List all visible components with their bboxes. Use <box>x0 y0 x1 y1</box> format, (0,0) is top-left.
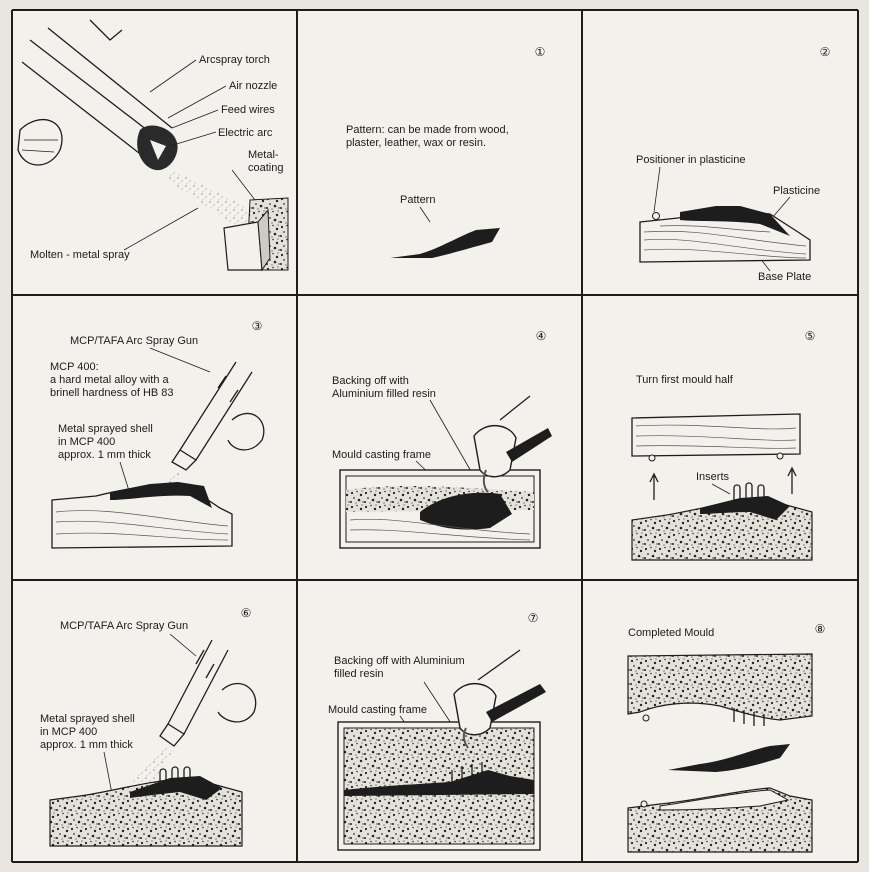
label-mould-frame-2: Mould casting frame <box>328 704 427 716</box>
label-turn-mould-half: Turn first mould half <box>636 374 734 386</box>
label-air-nozzle: Air nozzle <box>229 80 277 92</box>
label-mcp400-desc-2: brinell hardness of HB 83 <box>50 387 174 399</box>
casting-frame <box>340 470 540 548</box>
label-metal-coating-2: coating <box>248 162 283 174</box>
label-pattern-material-2: plaster, leather, wax or resin. <box>346 137 486 149</box>
step-number-6: ⑥ <box>241 606 252 620</box>
label-backing-off-b-2: filled resin <box>334 668 384 680</box>
label-completed-mould: Completed Mould <box>628 627 714 639</box>
label-electric-arc: Electric arc <box>218 127 273 139</box>
step-number-2: ② <box>820 45 831 59</box>
label-mcp400-desc-1: a hard metal alloy with a <box>50 374 169 386</box>
step-number-8: ⑧ <box>815 622 826 636</box>
step-number-4: ④ <box>536 329 547 343</box>
label-sprayed-shell-b-2: in MCP 400 <box>40 726 97 738</box>
label-arc-spray-gun-2: MCP/TAFA Arc Spray Gun <box>60 620 188 632</box>
label-base-plate: Base Plate <box>758 271 811 283</box>
label-sprayed-shell-3: approx. 1 mm thick <box>58 449 151 461</box>
label-positioner: Positioner in plasticine <box>636 154 745 166</box>
step-number-3: ③ <box>252 319 263 333</box>
step-number-1: ① <box>535 45 546 59</box>
label-backing-off-2: Aluminium filled resin <box>332 388 436 400</box>
step-number-5: ⑤ <box>805 329 816 343</box>
label-sprayed-shell-2: in MCP 400 <box>58 436 115 448</box>
label-sprayed-shell-1: Metal sprayed shell <box>58 423 153 435</box>
label-inserts: Inserts <box>696 471 730 483</box>
label-pattern-material-1: Pattern: can be made from wood, <box>346 124 509 136</box>
step-number-7: ⑦ <box>528 611 539 625</box>
label-feed-wires: Feed wires <box>221 104 275 116</box>
label-arcspray-torch: Arcspray torch <box>199 54 270 66</box>
label-metal-coating-1: Metal- <box>248 149 279 161</box>
label-pattern: Pattern <box>400 194 435 206</box>
label-arc-spray-gun: MCP/TAFA Arc Spray Gun <box>70 335 198 347</box>
label-sprayed-shell-b-3: approx. 1 mm thick <box>40 739 133 751</box>
label-plasticine: Plasticine <box>773 185 820 197</box>
label-backing-off-1: Backing off with <box>332 375 409 387</box>
label-mcp400: MCP 400: <box>50 361 99 373</box>
label-sprayed-shell-b-1: Metal sprayed shell <box>40 713 135 725</box>
turned-plate <box>632 414 800 461</box>
label-backing-off-b-1: Backing off with Aluminium <box>334 655 465 667</box>
label-mould-frame: Mould casting frame <box>332 449 431 461</box>
casting-frame-2 <box>338 722 540 850</box>
label-molten-metal-spray: Molten - metal spray <box>30 249 130 261</box>
